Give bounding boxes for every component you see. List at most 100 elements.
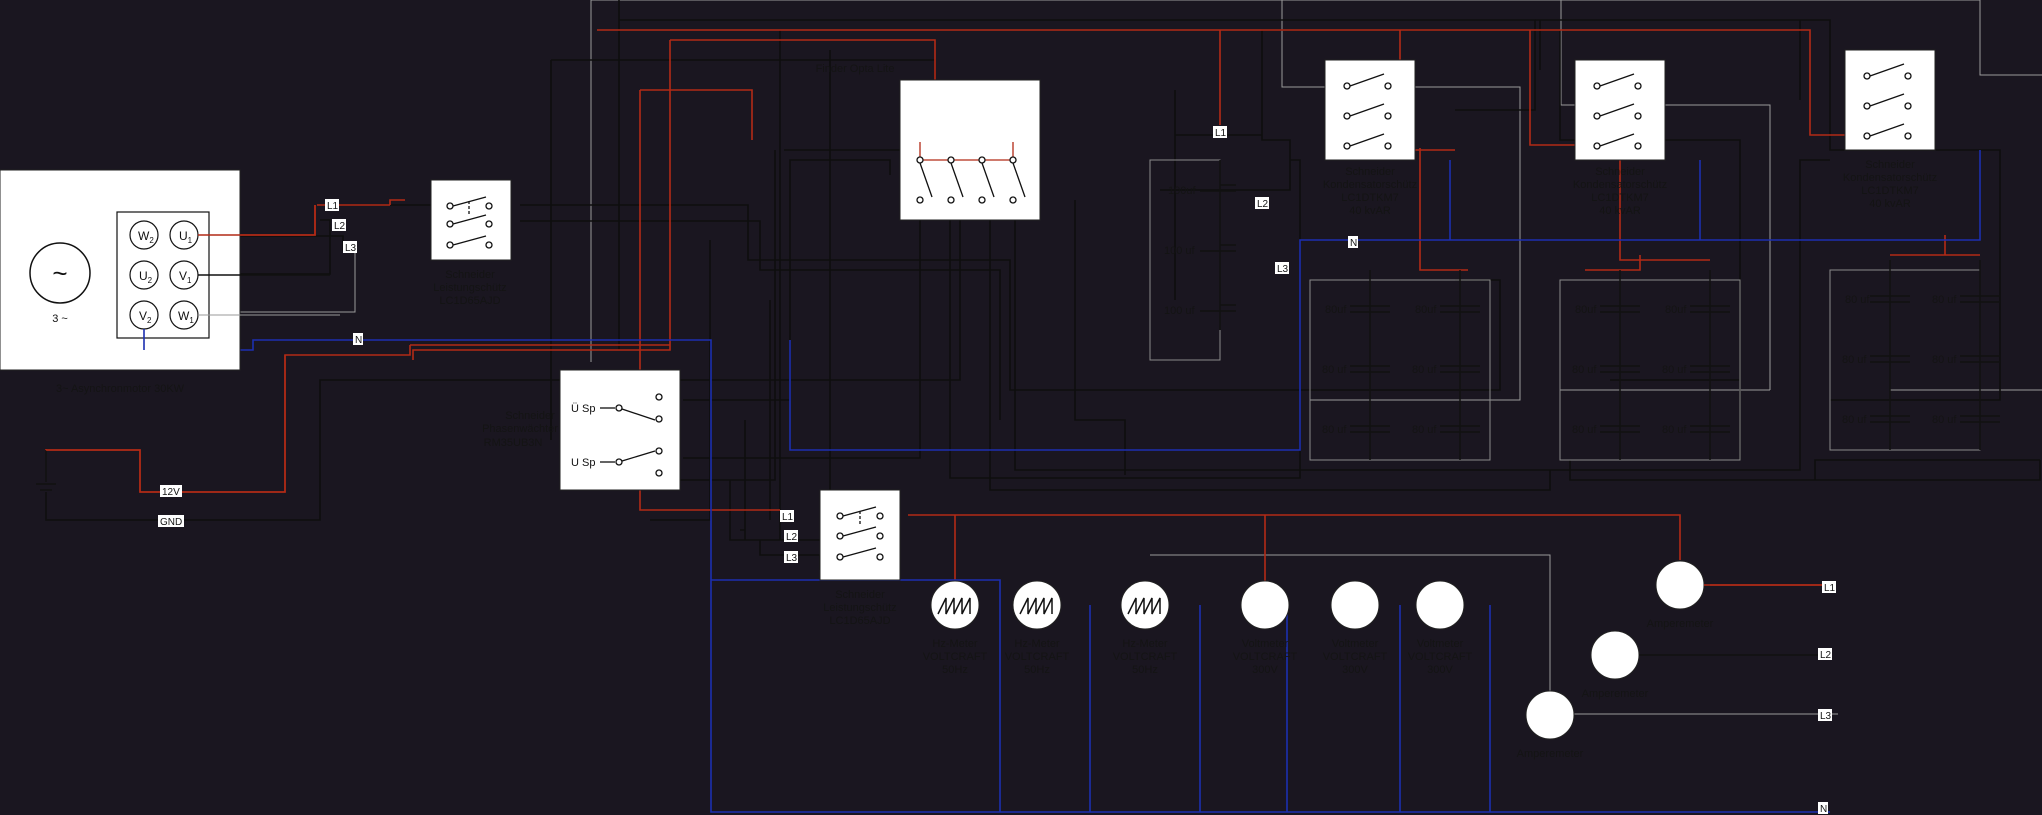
hz-meter-2[interactable]: Hz-Meter VOLTCRAFT 50Hz — [1005, 580, 1070, 676]
meter-line1: Voltmeter — [1332, 638, 1379, 650]
cap-label: 80uf — [1415, 304, 1437, 316]
voltmeter-1[interactable]: Voltmeter VOLTCRAFT 300V — [1233, 580, 1298, 676]
cap-label: 80 uf — [1412, 364, 1437, 376]
tag-n: N — [355, 335, 362, 346]
sine-symbol: ~ — [52, 258, 67, 288]
voltmeter-3[interactable]: Voltmeter VOLTCRAFT 300V — [1408, 580, 1473, 676]
out-tag-l2: L2 — [1820, 650, 1832, 661]
wire-tags: L1 L2 L3 N 12V GND L1 L2 L3 N L1 L2 L3 L… — [158, 126, 1836, 815]
battery-icon — [36, 355, 286, 520]
cap-label: 80 uf — [1412, 424, 1437, 436]
meter-line3: 300V — [1252, 664, 1278, 676]
wires-red — [45, 29, 1980, 590]
hz-meter-3[interactable]: Hz-Meter VOLTCRAFT 50Hz — [1113, 580, 1178, 676]
tag-l2: L2 — [334, 221, 346, 232]
meter-line2: VOLTCRAFT — [923, 651, 988, 663]
tag-gnd: GND — [160, 517, 182, 528]
ammeter-label: Amperemeter — [1517, 748, 1584, 760]
contactor-1-line3: LC1DTKM7 — [1341, 192, 1398, 204]
capacitor-contactor-2[interactable]: Schneider Kondensatorschütz LC1DTKM7 40 … — [1573, 59, 1667, 217]
phase-monitor-line1: Schneider — [505, 410, 555, 422]
wires-blue — [144, 150, 1981, 813]
waveform-icon — [1019, 597, 1053, 615]
contactor-2-line3: LC1DTKM7 — [1591, 192, 1648, 204]
main-breaker-line1: Schneider — [445, 269, 495, 281]
phase-monitor[interactable]: Ü Sp U Sp Schneider Phasenwächter RM35UB… — [482, 369, 681, 491]
contactor-1-line1: Schneider — [1345, 166, 1395, 178]
contactor-3-line2: Kondensatorschütz — [1843, 172, 1937, 184]
contactor-3-line1: Schneider — [1865, 159, 1915, 171]
waveform-icon — [1127, 597, 1161, 615]
motor-phases: 3 ~ — [52, 313, 68, 325]
ac-source-icon — [29, 242, 91, 304]
contactor-2-line1: Schneider — [1595, 166, 1645, 178]
plc-finder-opta[interactable]: Finder Opta Lite — [816, 63, 1041, 221]
meter-line2: VOLTCRAFT — [1113, 651, 1178, 663]
terminal-v2: V2 — [139, 309, 152, 325]
tag-l2: L2 — [1257, 199, 1269, 210]
contactor-2-line4: 40 kvAR — [1599, 205, 1641, 217]
main-breaker-line3: LC1D65AJD — [439, 295, 500, 307]
tag-l3: L3 — [786, 553, 798, 564]
cap-label: 100 uf — [1164, 305, 1196, 317]
contactor-1-line2: Kondensatorschütz — [1323, 179, 1417, 191]
ammeter-l1[interactable]: Amperemeter — [1647, 560, 1830, 630]
ammeter-l3[interactable]: Amperemeter — [1517, 690, 1584, 760]
main-breaker-line2: Leistungschütz — [433, 282, 506, 294]
tag-12v: 12V — [162, 487, 180, 498]
cap-label: 80 uf — [1322, 424, 1347, 436]
ammeter-label: Amperemeter — [1647, 618, 1714, 630]
cap-label: 80uf — [1325, 304, 1347, 316]
capacitor-contactor-1[interactable]: Schneider Kondensatorschütz LC1DTKM7 40 … — [1323, 59, 1417, 217]
terminal-u2: U2 — [139, 269, 153, 285]
capacitor-bank-small: 100uf 100 uf 100 uf — [1149, 159, 1236, 361]
meter-line3: 300V — [1427, 664, 1453, 676]
cap-label: 80 uf — [1842, 414, 1867, 426]
meter-line2: VOLTCRAFT — [1408, 651, 1473, 663]
meter-line2: VOLTCRAFT — [1233, 651, 1298, 663]
meter-line1: Hz-Meter — [1014, 638, 1060, 650]
out-tag-l1: L1 — [1824, 583, 1836, 594]
cap-label: 80uf — [1575, 304, 1597, 316]
cap-label: 80 uf — [1932, 414, 1957, 426]
out-tag-n: N — [1820, 804, 1827, 815]
ammeter-l2[interactable]: Amperemeter — [1582, 630, 1830, 700]
terminal-v1: V1 — [179, 269, 192, 285]
meter-breaker-line3: LC1D65AJD — [829, 615, 890, 627]
meter-line3: 50Hz — [942, 664, 968, 676]
cap-label: 100uf — [1168, 185, 1196, 197]
meter-line1: Hz-Meter — [1122, 638, 1168, 650]
meter-breaker-line2: Leistungschütz — [823, 602, 896, 614]
capacitor-bank-3: 80 uf 80 uf 80 uf 80 uf 80 uf 80 uf — [1829, 260, 2000, 451]
hz-meter-1[interactable]: Hz-Meter VOLTCRAFT 50Hz — [923, 580, 988, 676]
cap-label: 80 uf — [1572, 364, 1597, 376]
cap-label: 80uf — [1665, 304, 1687, 316]
u-over-label: Ü Sp — [571, 403, 595, 415]
meter-line3: 300V — [1342, 664, 1368, 676]
terminal-u1: U1 — [179, 229, 193, 245]
terminal-w2: W2 — [138, 229, 154, 245]
tag-l3: L3 — [345, 243, 357, 254]
meter-line2: VOLTCRAFT — [1323, 651, 1388, 663]
motor-caption: 3~ Asynchronmotor 30KW — [56, 383, 185, 395]
capacitor-contactor-3[interactable]: Schneider Kondensatorschütz LC1DTKM7 40 … — [1843, 49, 1937, 210]
meter-breaker-line1: Schneider — [835, 589, 885, 601]
cap-label: 100 uf — [1164, 245, 1196, 257]
cap-label: 80 uf — [1572, 424, 1597, 436]
capacitor-bank-2: 80uf 80uf 80 uf 80 uf 80 uf 80 uf — [1559, 270, 1741, 461]
meter-line1: Voltmeter — [1242, 638, 1289, 650]
tag-l2: L2 — [786, 532, 798, 543]
main-breaker[interactable]: Schneider Leistungschütz LC1D65AJD — [430, 179, 512, 307]
meter-line3: 50Hz — [1132, 664, 1158, 676]
motor[interactable]: ~ 3 ~ W2 U1 U2 V1 V2 W1 — [0, 169, 340, 371]
cap-label: 80 uf — [1662, 364, 1687, 376]
capacitor-bank-1: 80uf 80uf 80 uf 80 uf 80 uf 80 uf — [1309, 270, 1491, 461]
voltmeter-2[interactable]: Voltmeter VOLTCRAFT 300V — [1323, 580, 1388, 676]
out-tag-l3: L3 — [1820, 711, 1832, 722]
meter-breaker[interactable]: Schneider Leistungschütz LC1D65AJD — [819, 489, 901, 627]
tag-n: N — [1350, 238, 1357, 249]
cap-label: 80 uf — [1845, 294, 1870, 306]
plc-title: Finder Opta Lite — [816, 63, 895, 75]
contactor-3-line3: LC1DTKM7 — [1861, 185, 1918, 197]
